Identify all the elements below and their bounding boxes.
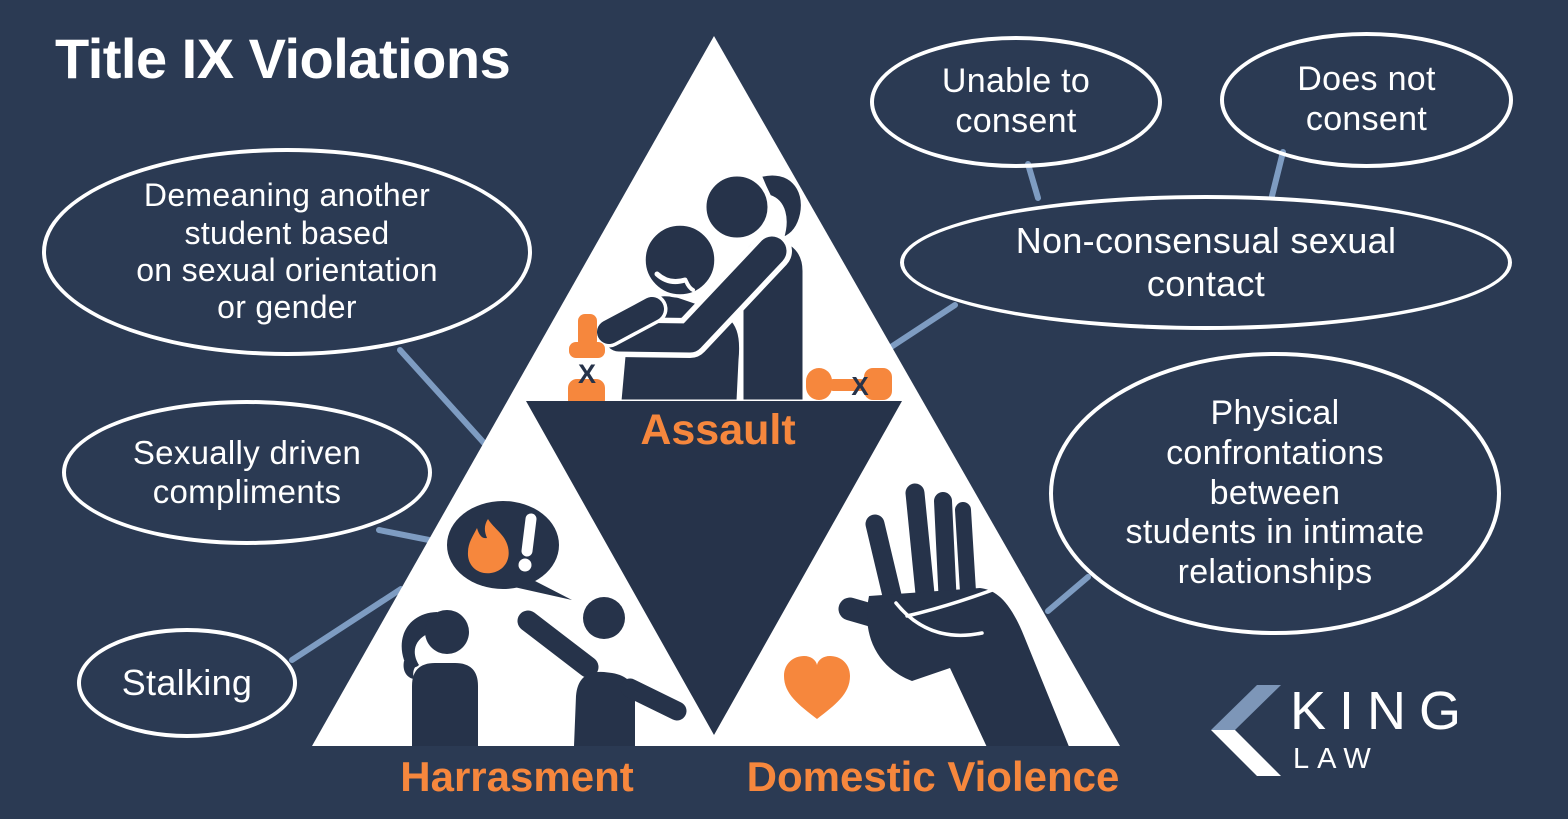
bubble-physical-confrontations: Physical confrontations between students… (1049, 352, 1501, 635)
bubble-non-consensual: Non-consensual sexual contact (900, 195, 1512, 330)
assault-figures-icon (593, 173, 806, 403)
logo-name: KING (1290, 681, 1475, 741)
palm-line (905, 575, 1028, 618)
bubble-does-not-text: Does not consent (1297, 60, 1436, 138)
connector-non-consensual (888, 302, 958, 350)
dumbbell-x-mark: X (851, 371, 869, 401)
bubble-compliments: Sexually driven compliments (62, 400, 432, 545)
bubble-does-not-consent: Does not consent (1220, 32, 1513, 168)
bubble-demeaning-text: Demeaning another student based on sexua… (136, 177, 438, 326)
connector-does-not (1269, 149, 1286, 199)
slapping-hand-icon (838, 483, 1098, 746)
bubble-unable-to-consent: Unable to consent (870, 36, 1162, 168)
label-domestic-violence: Domestic Violence (746, 753, 1120, 800)
bubble-demeaning: Demeaning another student based on sexua… (42, 148, 532, 356)
logo-sub: LAW (1293, 743, 1379, 775)
flame-icon (467, 519, 509, 574)
connector-demeaning (397, 347, 487, 446)
bubble-unable-text: Unable to consent (941, 62, 1091, 140)
connector-unable (1025, 161, 1041, 201)
connector-physical (1045, 574, 1091, 614)
connector-compliments (376, 527, 432, 543)
drunk-mouth-icon (654, 271, 688, 284)
harassment-figures-icon (401, 501, 687, 746)
inverted-triangle (526, 401, 902, 735)
heart-icon (784, 656, 850, 719)
king-law-logo-icon (1211, 685, 1281, 776)
dumbbell-icon: X (806, 368, 892, 401)
connector-lines (289, 149, 1286, 663)
palm-line (894, 601, 984, 638)
label-harassment: Harrasment (400, 753, 634, 800)
page-title: Title IX Violations (55, 27, 511, 90)
label-assault: Assault (640, 406, 796, 454)
bottle-x-mark: X (578, 359, 596, 389)
bubble-non-consensual-text: Non-consensual sexual contact (1015, 220, 1397, 304)
bubble-compliments-text: Sexually driven compliments (132, 433, 362, 510)
bubble-stalking: Stalking (77, 628, 297, 738)
exclamation-icon (518, 513, 537, 572)
bubble-physical-text: Physical confrontations between students… (1125, 394, 1425, 592)
connector-stalking (289, 586, 404, 663)
bubble-stalking-text: Stalking (121, 661, 253, 703)
